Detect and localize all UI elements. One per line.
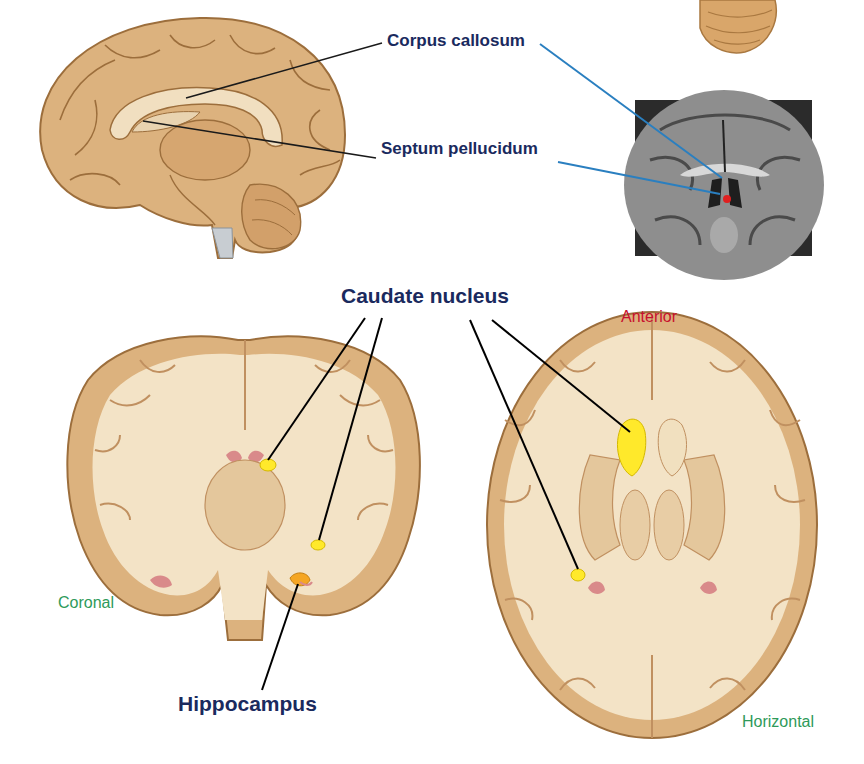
structure-label: Caudate nucleus: [341, 284, 509, 308]
horizontal-section: [487, 312, 817, 738]
structure-label: Corpus callosum: [387, 31, 525, 51]
leader-lines: [143, 43, 722, 690]
coronal-section: [67, 336, 420, 640]
mri-inset: [624, 90, 824, 280]
sagittal-brain: [40, 18, 345, 258]
orientation-label: Anterior: [621, 308, 677, 326]
plane-label: Coronal: [58, 594, 114, 612]
structure-label: Septum pellucidum: [381, 139, 538, 159]
cerebellum-fragment: [700, 0, 776, 53]
structure-label: Hippocampus: [178, 692, 317, 716]
plane-label: Horizontal: [742, 713, 814, 731]
